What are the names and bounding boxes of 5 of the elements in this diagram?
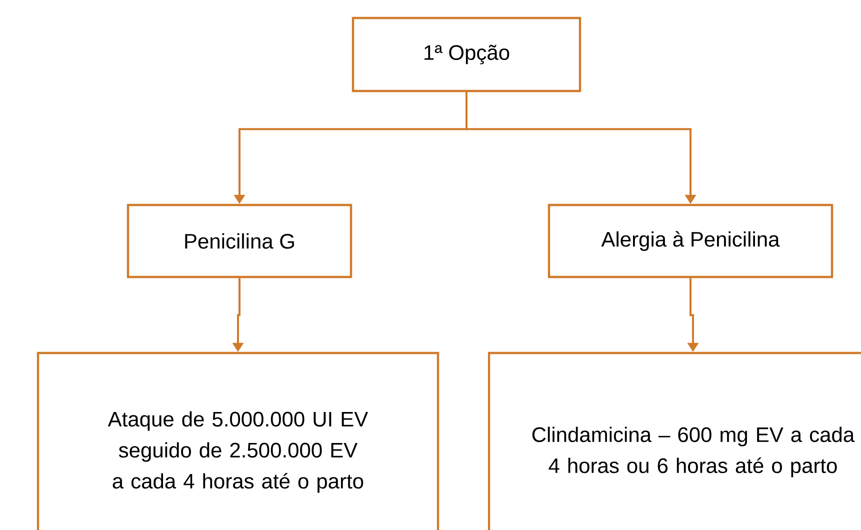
process-box: 1ª Opção bbox=[352, 16, 582, 92]
process-box: Alergia à Penicilina bbox=[548, 204, 834, 278]
text-box: Clindamicina – 600 mg EV a cada 4 horas ou 6 horas até o parto bbox=[488, 352, 861, 530]
process-box: Penicilina G bbox=[126, 204, 352, 278]
text-box: Ataque de 5.000.000 UI EV seguido de 2.500.000 EV a cada 4 horas até o parto bbox=[36, 352, 440, 530]
